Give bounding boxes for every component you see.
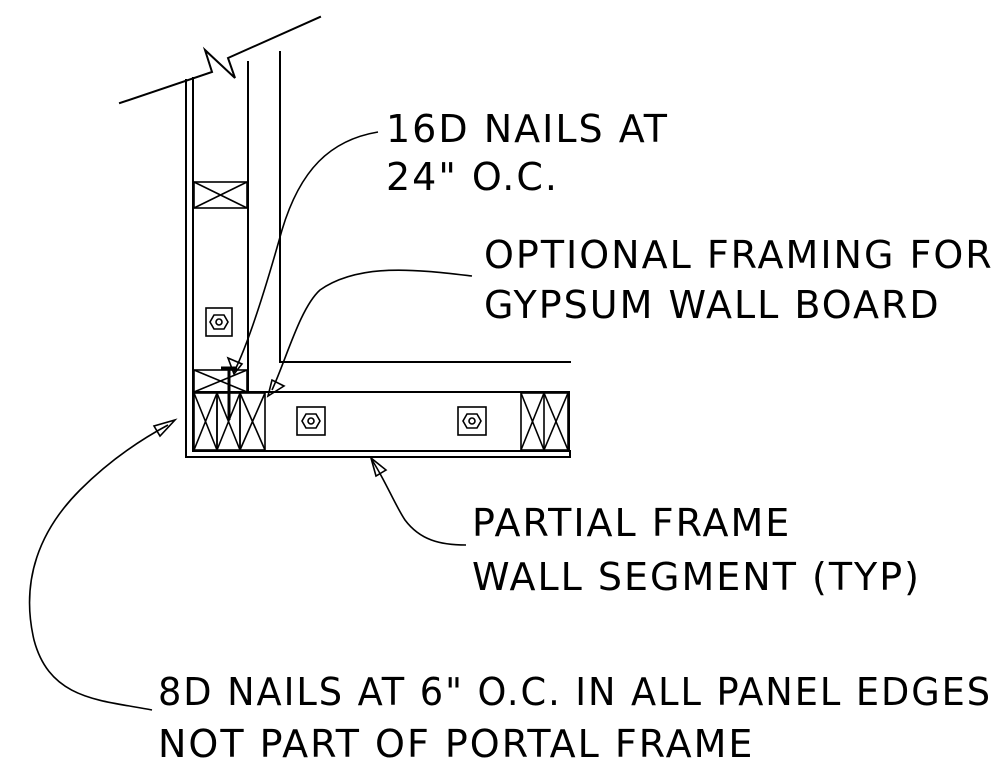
callout-partial-frame-line2: WALL SEGMENT (TYP) bbox=[472, 555, 921, 599]
leader-16d-nails bbox=[226, 131, 379, 376]
horizontal-wall-segment bbox=[185, 391, 571, 458]
anchor-bolt-left bbox=[296, 406, 326, 436]
nail-symbol bbox=[221, 366, 237, 420]
leader-optional-framing bbox=[266, 269, 473, 398]
callout-optional-framing-line2: GYPSUM WALL BOARD bbox=[484, 283, 941, 327]
anchor-bolt-right bbox=[457, 406, 487, 436]
break-line bbox=[118, 15, 322, 105]
callout-8d-nails-line2: NOT PART OF PORTAL FRAME bbox=[158, 722, 754, 766]
callout-16d-nails-line2: 24" O.C. bbox=[386, 155, 559, 199]
corner-studs bbox=[193, 392, 266, 451]
vertical-wall-blocking bbox=[193, 181, 248, 393]
anchor-bolt-vertical bbox=[205, 307, 233, 337]
leader-8d-nails bbox=[28, 418, 178, 711]
leader-partial-frame bbox=[369, 455, 467, 546]
vertical-wall bbox=[185, 51, 571, 458]
callout-optional-framing-line1: OPTIONAL FRAMING FOR bbox=[484, 233, 994, 277]
callout-partial-frame-line1: PARTIAL FRAME bbox=[472, 501, 791, 545]
callout-8d-nails-line1: 8D NAILS AT 6" O.C. IN ALL PANEL EDGES bbox=[158, 670, 992, 714]
end-stud bbox=[520, 392, 569, 451]
callout-16d-nails-line1: 16D NAILS AT bbox=[386, 107, 669, 151]
